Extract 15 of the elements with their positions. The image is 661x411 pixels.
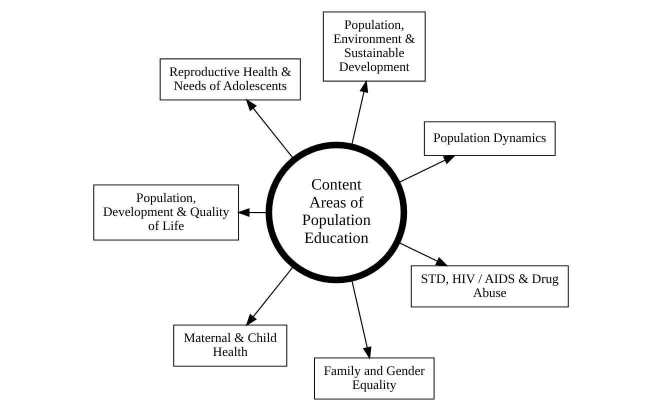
node-box: Population, Environment & Sustainable Development [322, 12, 426, 82]
node-box: Reproductive Health & Needs of Adolescents [159, 58, 300, 100]
node-box: Maternal & Child Health [172, 324, 287, 367]
arrow [245, 98, 294, 160]
arrow [350, 278, 371, 360]
arrow [396, 154, 456, 184]
arrow [245, 265, 294, 326]
node-box: Population Dynamics [423, 121, 556, 156]
arrow [236, 208, 268, 217]
node-box: Population, Development & Quality of Life [92, 184, 239, 241]
node-box: Family and Gender Equality [314, 357, 434, 400]
arrow [396, 241, 448, 266]
node-circle: Content Areas of Population Education [265, 142, 407, 284]
arrow [350, 80, 368, 147]
node-box: STD, HIV / AIDS & Drug Abuse [410, 265, 568, 308]
